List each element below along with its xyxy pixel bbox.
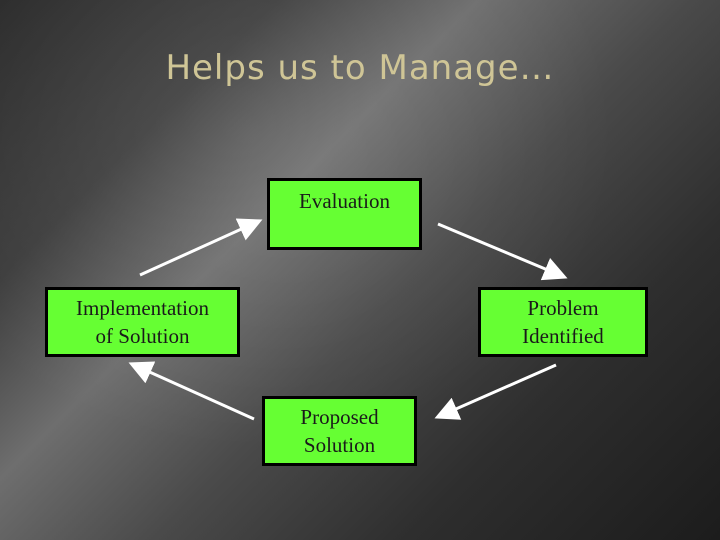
node-implementation-of-solution: Implementation of Solution — [45, 287, 240, 357]
node-problem-identified-label: Problem Identified — [522, 295, 604, 348]
arrow-problem-to-proposed — [434, 363, 557, 420]
node-proposed-solution-label: Proposed Solution — [300, 404, 379, 457]
node-implementation-of-solution-label: Implementation of Solution — [76, 295, 209, 348]
node-proposed-solution: Proposed Solution — [262, 396, 417, 466]
node-evaluation-label: Evaluation — [299, 189, 390, 213]
arrow-implementation-to-evaluation — [139, 218, 263, 277]
arrow-proposed-to-implementation — [128, 361, 255, 421]
node-evaluation: Evaluation — [267, 178, 422, 250]
arrow-evaluation-to-problem — [437, 222, 568, 281]
node-problem-identified: Problem Identified — [478, 287, 648, 357]
slide-title: Helps us to Manage… — [165, 48, 555, 88]
